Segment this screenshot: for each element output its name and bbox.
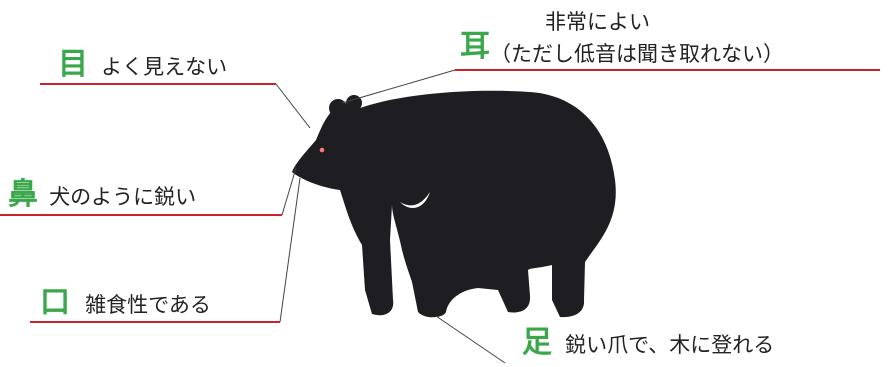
nose-description: 犬のように鋭い	[49, 185, 197, 209]
bear-eye	[319, 147, 325, 153]
bear-silhouette	[292, 90, 616, 318]
ear-description-line1: 非常によい	[545, 10, 650, 34]
ear-label: 耳	[460, 32, 490, 62]
mouth-kanji: 口	[40, 285, 70, 320]
underlines	[0, 69, 880, 323]
mouth-description: 雑食性である	[85, 293, 211, 317]
ear-description-line2: （ただし低音は聞き取れない）	[490, 42, 784, 66]
leader-lines	[275, 69, 506, 364]
eye-description: よく見えない	[101, 55, 228, 79]
nose-label: 鼻 犬のように鋭い	[8, 180, 196, 211]
foot-label: 足 鋭い爪で、木に登れる	[522, 328, 774, 359]
mouth-label: 口 雑食性である	[40, 288, 211, 319]
foot-kanji: 足	[522, 325, 552, 360]
eye-label: 目 よく見えない	[58, 50, 227, 81]
ear-kanji: 耳	[460, 29, 490, 64]
nose-kanji: 鼻	[8, 177, 38, 212]
eye-kanji: 目	[58, 47, 88, 82]
foot-description: 鋭い爪で、木に登れる	[565, 333, 775, 357]
chest-crescent	[400, 192, 430, 208]
